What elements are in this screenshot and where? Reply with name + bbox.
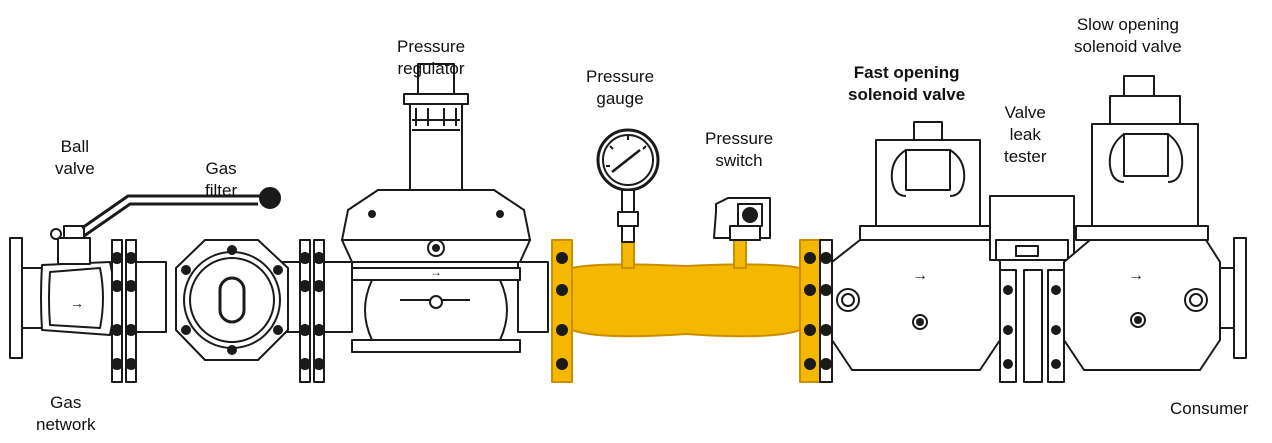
gas-filter: [135, 239, 301, 361]
label-consumer: Consumer: [1170, 399, 1249, 418]
fast-opening-solenoid-valve: →: [831, 121, 1001, 371]
flow-arrow-icon: →: [430, 265, 442, 279]
flow-arrow-icon: →: [1128, 267, 1144, 284]
pressure-regulator: →: [323, 63, 549, 353]
ball-valve: →: [40, 187, 281, 336]
flange-pair-3: [819, 239, 833, 383]
flange-pair-2: [299, 239, 325, 383]
flange-pair-1: [111, 239, 137, 383]
valve-leak-tester: [989, 195, 1075, 383]
pressure-switch: [713, 197, 771, 241]
outlet-flange: [1219, 237, 1247, 359]
pressure-gauge: [596, 128, 660, 243]
flow-arrow-icon: →: [912, 267, 928, 284]
slow-opening-solenoid-valve: →: [1063, 75, 1221, 371]
highlighted-pipe-section: [551, 239, 821, 383]
flow-arrow-icon: →: [70, 295, 84, 311]
inlet-flange: [9, 237, 43, 359]
